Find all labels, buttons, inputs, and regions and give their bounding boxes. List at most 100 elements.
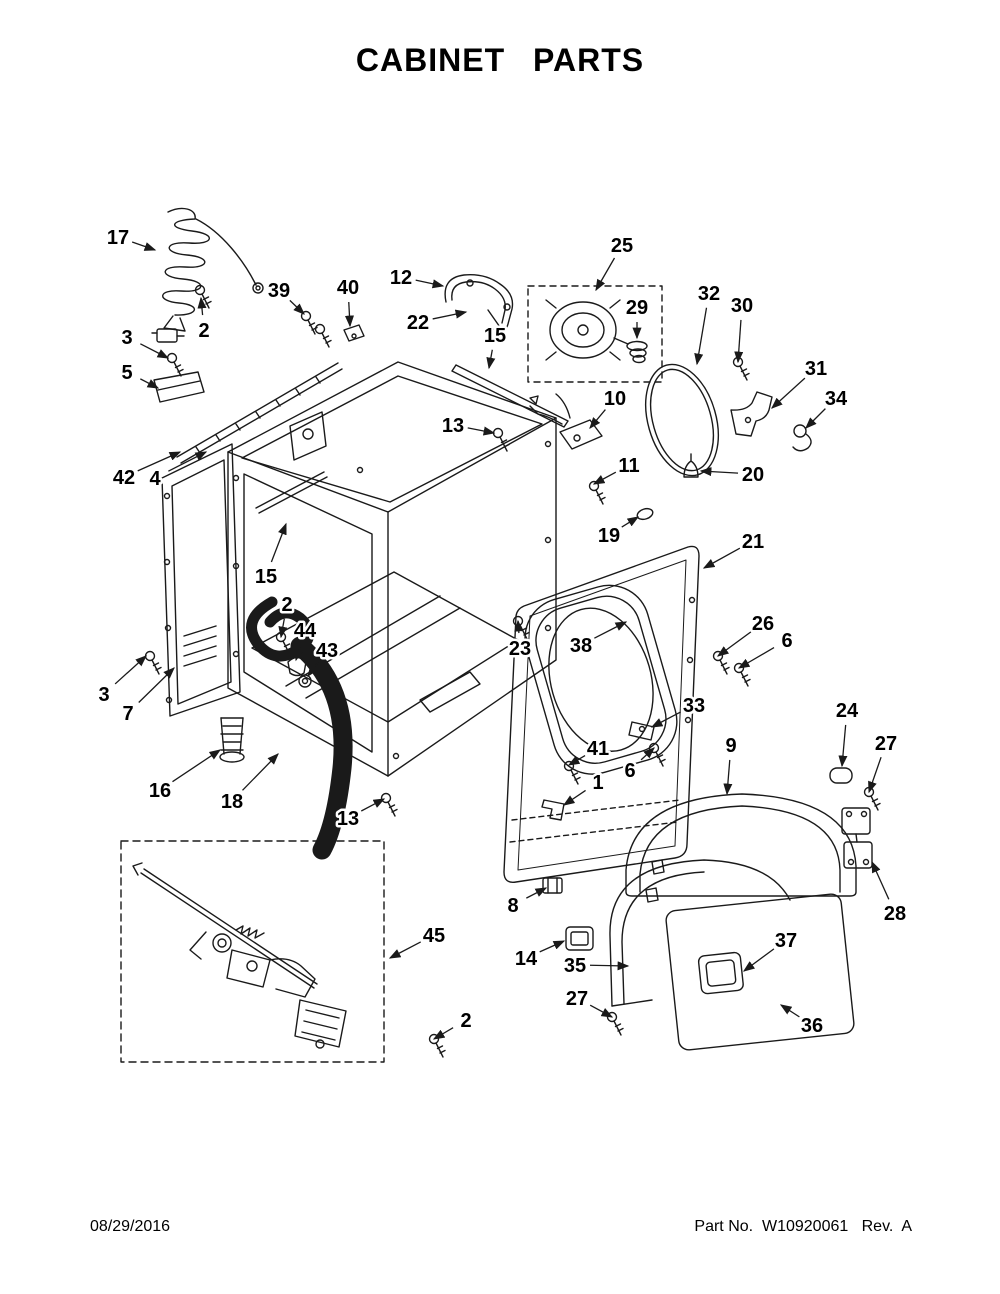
leader-line-41 [567,755,586,766]
part-callout-43: 43 [316,640,338,662]
leader-line-42 [137,451,182,472]
switch-inset [120,840,385,1063]
part-callout-14: 14 [515,948,538,970]
leader-line-27 [868,756,882,794]
top-bracket [444,274,514,332]
front-panel [503,545,700,883]
part-callout-13: 13 [337,808,359,830]
leader-line-35 [589,961,630,971]
leader-line-28 [871,860,890,900]
motor-assembly [527,285,663,383]
part-callout-3: 3 [121,327,132,349]
leader-line-2 [197,296,207,316]
leader-line-15 [486,349,496,370]
leader-line-6 [640,747,655,761]
leader-line-26 [716,631,752,657]
part-callout-30: 30 [731,295,753,317]
hole-plug [829,767,853,784]
part-callout-10: 10 [604,388,626,410]
part-callout-32: 32 [698,283,720,305]
leader-line-2 [432,1027,454,1040]
leader-line-19 [621,516,640,528]
part-callout-4: 4 [149,468,161,490]
leader-line-27 [589,1004,614,1018]
leader-line-23 [514,619,524,634]
leveling-leg [219,717,245,763]
part-callout-15: 15 [484,325,506,347]
leader-line-2 [278,618,288,639]
leader-line-14 [539,940,566,953]
part-callout-12: 12 [390,267,412,289]
leader-line-11 [592,471,617,485]
leader-line-10 [589,409,606,429]
part-callout-7: 7 [122,703,133,725]
leader-line-3 [114,655,147,685]
leader-line-33 [650,711,682,728]
leader-line-3 [140,343,170,359]
part-callout-16: 16 [149,780,171,802]
part-callout-8: 8 [507,895,518,917]
leader-line-21 [702,547,741,569]
part-callout-18: 18 [221,791,243,813]
part-callout-26: 26 [752,613,774,635]
footer-date: 08/29/2016 [90,1218,171,1235]
part-callout-38: 38 [570,635,592,657]
part-callout-25: 25 [611,235,633,257]
leader-line-6 [737,646,775,669]
part-callout-44: 44 [294,620,317,642]
cabinet-frame [227,361,557,777]
part-callout-27: 27 [566,988,588,1010]
mounting-clip [343,324,365,342]
part-callout-24: 24 [836,700,859,722]
leader-line-4 [168,451,208,472]
part-callout-41: 41 [587,738,609,760]
part-callout-6: 6 [624,760,635,782]
part-callout-21: 21 [742,531,764,553]
leader-line-44 [294,644,304,662]
page-title: CABINET PARTS [355,42,645,78]
leader-line-45 [388,941,422,959]
part-callout-2: 2 [281,594,292,616]
trim-strips [176,362,569,514]
part-callout-40: 40 [337,277,359,299]
leader-line-34 [805,408,826,429]
leader-line-43 [307,661,319,678]
part-callout-37: 37 [775,930,797,952]
leader-line-36 [779,1004,800,1018]
part-callout-28: 28 [884,903,906,925]
part-callout-19: 19 [598,525,620,547]
leader-line-8 [526,887,548,899]
leader-line-31 [771,377,806,409]
part-callout-1: 1 [592,772,603,794]
leader-line-16 [172,749,222,783]
leader-line-5 [140,378,160,389]
leader-line-12 [415,279,445,289]
leader-line-40 [344,301,355,328]
leader-line-7 [138,667,175,703]
part-callout-36: 36 [801,1015,823,1037]
footer: 08/29/2016 Part No. W10920061 Rev. A [90,1218,912,1236]
leader-line-22 [432,309,468,320]
leader-line-37 [742,948,775,972]
leader-line-38 [594,621,628,639]
part-callout-39: 39 [268,280,290,302]
leader-line-1 [562,789,586,806]
part-callout-9: 9 [725,735,736,757]
part-callout-45: 45 [423,925,445,947]
clamp-parts [287,656,312,688]
footer-part-number: Part No. W10920061 Rev. A [694,1218,912,1235]
part-callout-35: 35 [564,955,586,977]
part-callout-13: 13 [442,415,464,437]
door-switch [529,393,603,450]
part-callout-17: 17 [107,227,129,249]
part-callout-2: 2 [460,1010,471,1032]
hinge-assembly [841,807,873,869]
part-callout-23: 23 [509,638,531,660]
part-callout-5: 5 [121,362,132,384]
part-callout-3: 3 [98,684,109,706]
leader-line-15 [270,522,287,563]
part-callout-31: 31 [805,358,827,380]
